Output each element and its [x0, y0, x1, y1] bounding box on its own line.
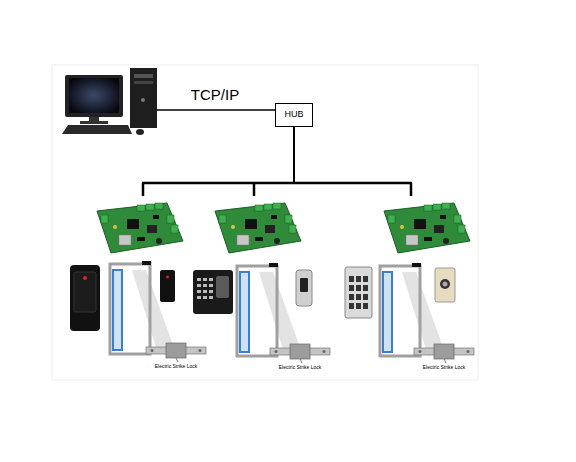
part-label: Electric Strike Lock: [423, 365, 466, 371]
hub-label: HUB: [284, 110, 303, 120]
protocol-label: TCP/IP: [191, 87, 239, 104]
part-label: Electric Strike Lock: [279, 365, 322, 371]
part-label: Electric Strike Lock: [155, 364, 198, 370]
hub-box: HUB: [275, 103, 313, 127]
